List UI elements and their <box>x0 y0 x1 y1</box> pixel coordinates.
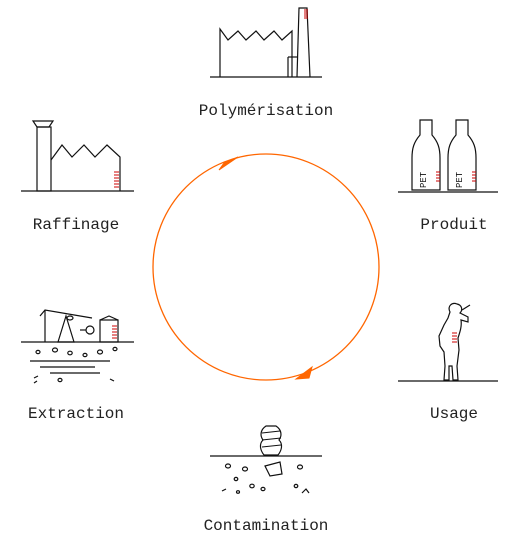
bottle-label-right: PET <box>455 171 465 188</box>
refinery-icon <box>21 120 134 192</box>
stage-label-extraction: Extraction <box>28 405 124 423</box>
person-drinking-icon <box>398 302 498 382</box>
buried-bottle-icon <box>210 425 322 494</box>
stage-label-produit: Produit <box>420 216 487 234</box>
factory-icon <box>210 7 322 78</box>
cycle-loop <box>152 153 380 381</box>
oil-pump-icon <box>21 309 134 384</box>
stage-label-polymerisation: Polymérisation <box>199 102 333 120</box>
pet-bottles-icon <box>398 119 498 193</box>
bottle-label-left: PET <box>419 171 429 188</box>
cycle-arrow-top <box>218 156 239 171</box>
stage-label-contamination: Contamination <box>204 517 329 535</box>
stage-label-raffinage: Raffinage <box>33 216 119 234</box>
stage-label-usage: Usage <box>430 405 478 423</box>
cycle-arrow-bottom <box>294 365 313 380</box>
